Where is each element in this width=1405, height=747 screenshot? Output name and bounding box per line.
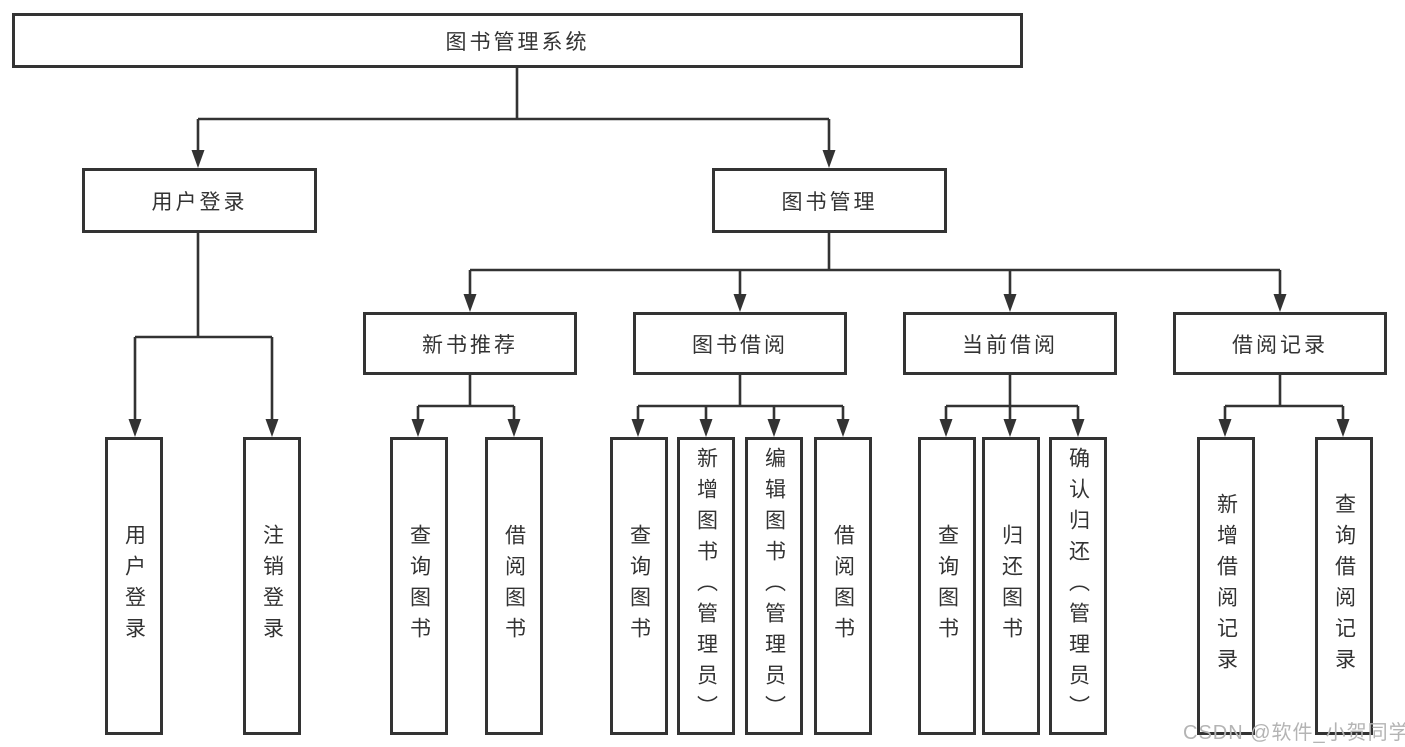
leaf-borrow-query-books: 查询图书 (610, 437, 668, 735)
leaf-newbooks-query-books-label: 查询图书 (407, 524, 431, 648)
csdn-watermark: CSDN @软件_小贺同学 (1183, 722, 1405, 744)
node-book-management: 图书管理 (712, 168, 947, 233)
leaf-newbooks-borrow-books: 借阅图书 (485, 437, 543, 735)
leaf-current-query-books-label: 查询图书 (935, 524, 959, 648)
leaf-logout: 注销登录 (243, 437, 301, 735)
leaf-records-add-record: 新增借阅记录 (1197, 437, 1255, 735)
leaf-borrow-edit-books-admin-label: 编辑图书（管理员） (762, 446, 786, 726)
leaf-borrow-add-books-admin-label: 新增图书（管理员） (694, 446, 718, 726)
leaf-current-return-books: 归还图书 (982, 437, 1040, 735)
node-current-borrow: 当前借阅 (903, 312, 1117, 375)
leaf-user-login-label: 用户登录 (122, 524, 146, 648)
leaf-user-login: 用户登录 (105, 437, 163, 735)
leaf-borrow-edit-books-admin: 编辑图书（管理员） (745, 437, 803, 735)
leaf-newbooks-query-books: 查询图书 (390, 437, 448, 735)
leaf-current-confirm-return-admin: 确认归还（管理员） (1049, 437, 1107, 735)
leaf-borrow-add-books-admin: 新增图书（管理员） (677, 437, 735, 735)
leaf-current-confirm-return-admin-label: 确认归还（管理员） (1066, 446, 1090, 726)
leaf-current-query-books: 查询图书 (918, 437, 976, 735)
leaf-current-return-books-label: 归还图书 (999, 524, 1023, 648)
leaf-borrow-borrow-books-label: 借阅图书 (831, 524, 855, 648)
node-new-book-recommend: 新书推荐 (363, 312, 577, 375)
node-borrow-records: 借阅记录 (1173, 312, 1387, 375)
leaf-logout-label: 注销登录 (260, 524, 284, 648)
leaf-records-query-record-label: 查询借阅记录 (1332, 493, 1356, 679)
leaf-borrow-query-books-label: 查询图书 (627, 524, 651, 648)
leaf-records-query-record: 查询借阅记录 (1315, 437, 1373, 735)
leaf-newbooks-borrow-books-label: 借阅图书 (502, 524, 526, 648)
arrowheads (128, 150, 1350, 437)
leaf-records-add-record-label: 新增借阅记录 (1214, 493, 1238, 679)
leaf-borrow-borrow-books: 借阅图书 (814, 437, 872, 735)
node-book-borrow: 图书借阅 (633, 312, 847, 375)
node-root-system: 图书管理系统 (12, 13, 1023, 68)
node-user-login: 用户登录 (82, 168, 317, 233)
